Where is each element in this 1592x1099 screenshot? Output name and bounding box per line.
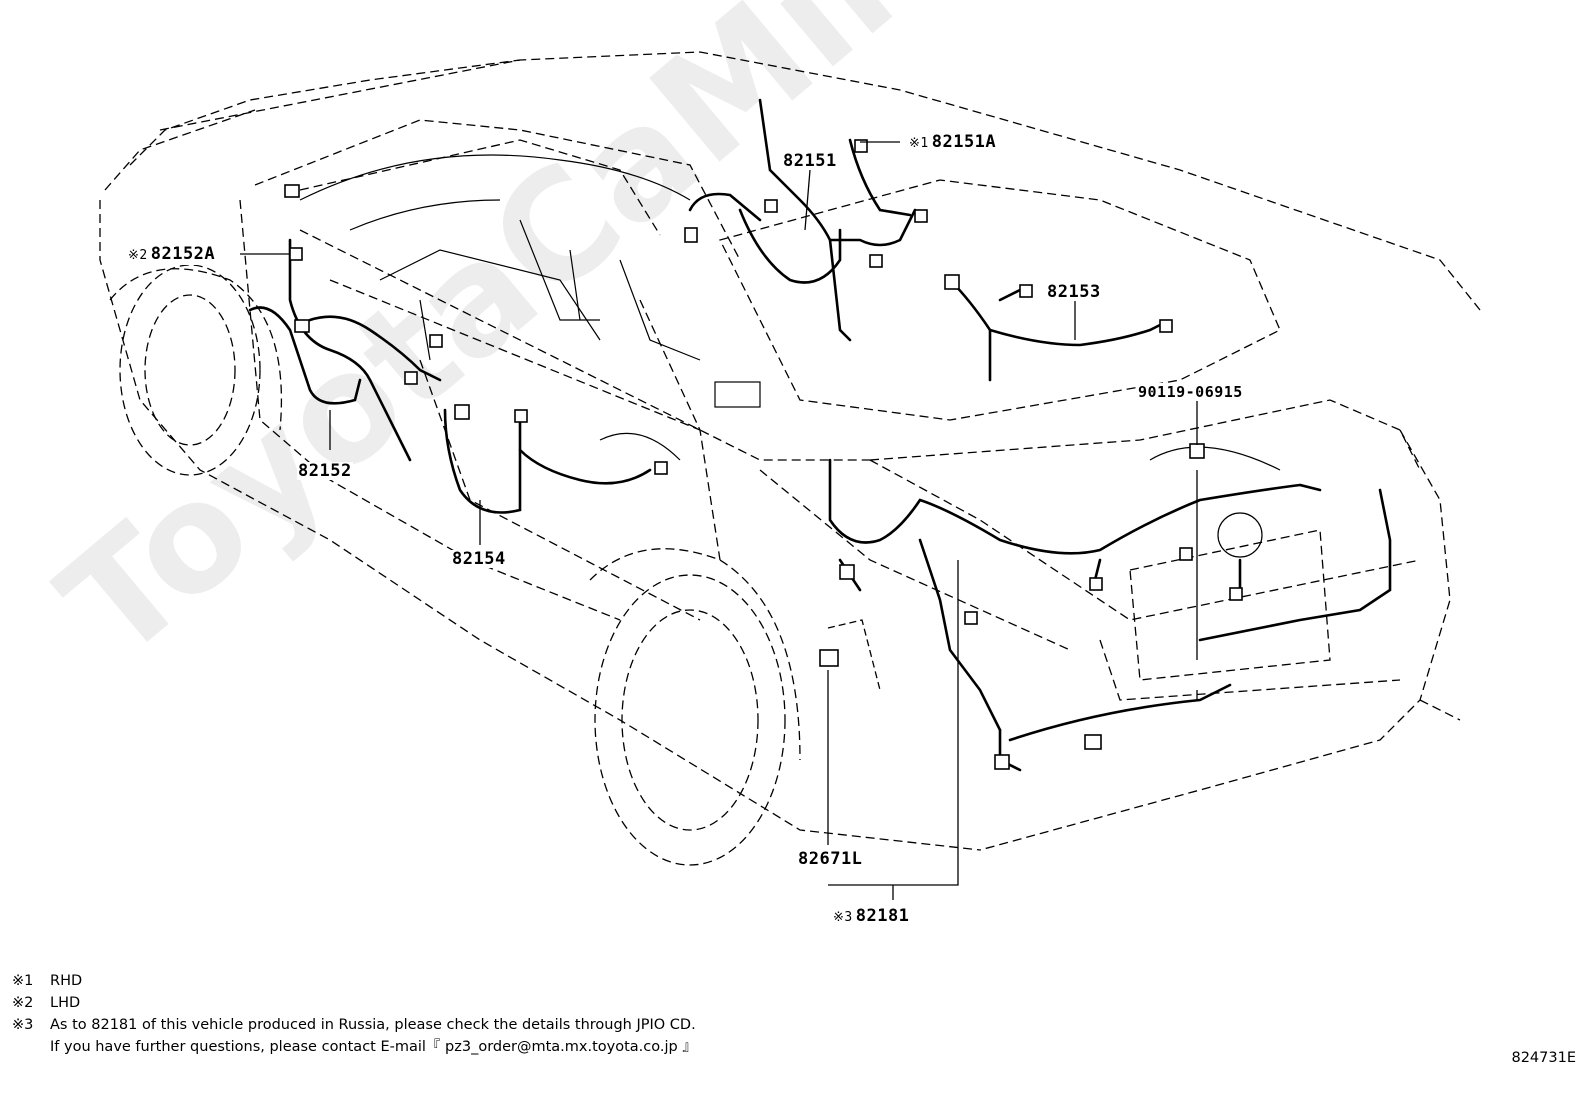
car-body-outline	[99, 51, 1481, 866]
figure-code: 824731E	[1511, 1050, 1576, 1066]
part-code: 82154	[452, 549, 506, 569]
part-code: 82151A	[931, 132, 997, 152]
part-label-82153[interactable]: 82153	[1046, 283, 1102, 301]
part-label-82671L[interactable]: 82671L	[797, 849, 864, 869]
lhd-mark: ※2	[128, 248, 148, 263]
connectors	[284, 139, 1243, 770]
wiring-harnesses	[248, 98, 1392, 772]
interior-outline	[299, 154, 1281, 558]
note3-mark: ※3	[833, 910, 853, 925]
part-code: 82181	[855, 906, 910, 926]
part-label-82154[interactable]: 82154	[451, 550, 507, 568]
part-code: 90119-06915	[1138, 383, 1243, 401]
part-code: 82152	[298, 461, 352, 481]
part-label-90119-06915[interactable]: 90119-06915	[1137, 383, 1244, 401]
part-code: 82153	[1047, 282, 1101, 302]
part-code: 82671L	[798, 849, 863, 869]
leader-lines	[240, 141, 1198, 900]
part-code: 82152A	[150, 244, 216, 264]
part-label-82152[interactable]: 82152	[297, 462, 353, 480]
part-label-82151[interactable]: 82151	[782, 152, 838, 170]
part-code: 82151	[783, 151, 837, 171]
contact-email-note[interactable]: If you have further questions, please co…	[50, 1039, 697, 1055]
rhd-mark: ※1	[909, 136, 929, 151]
